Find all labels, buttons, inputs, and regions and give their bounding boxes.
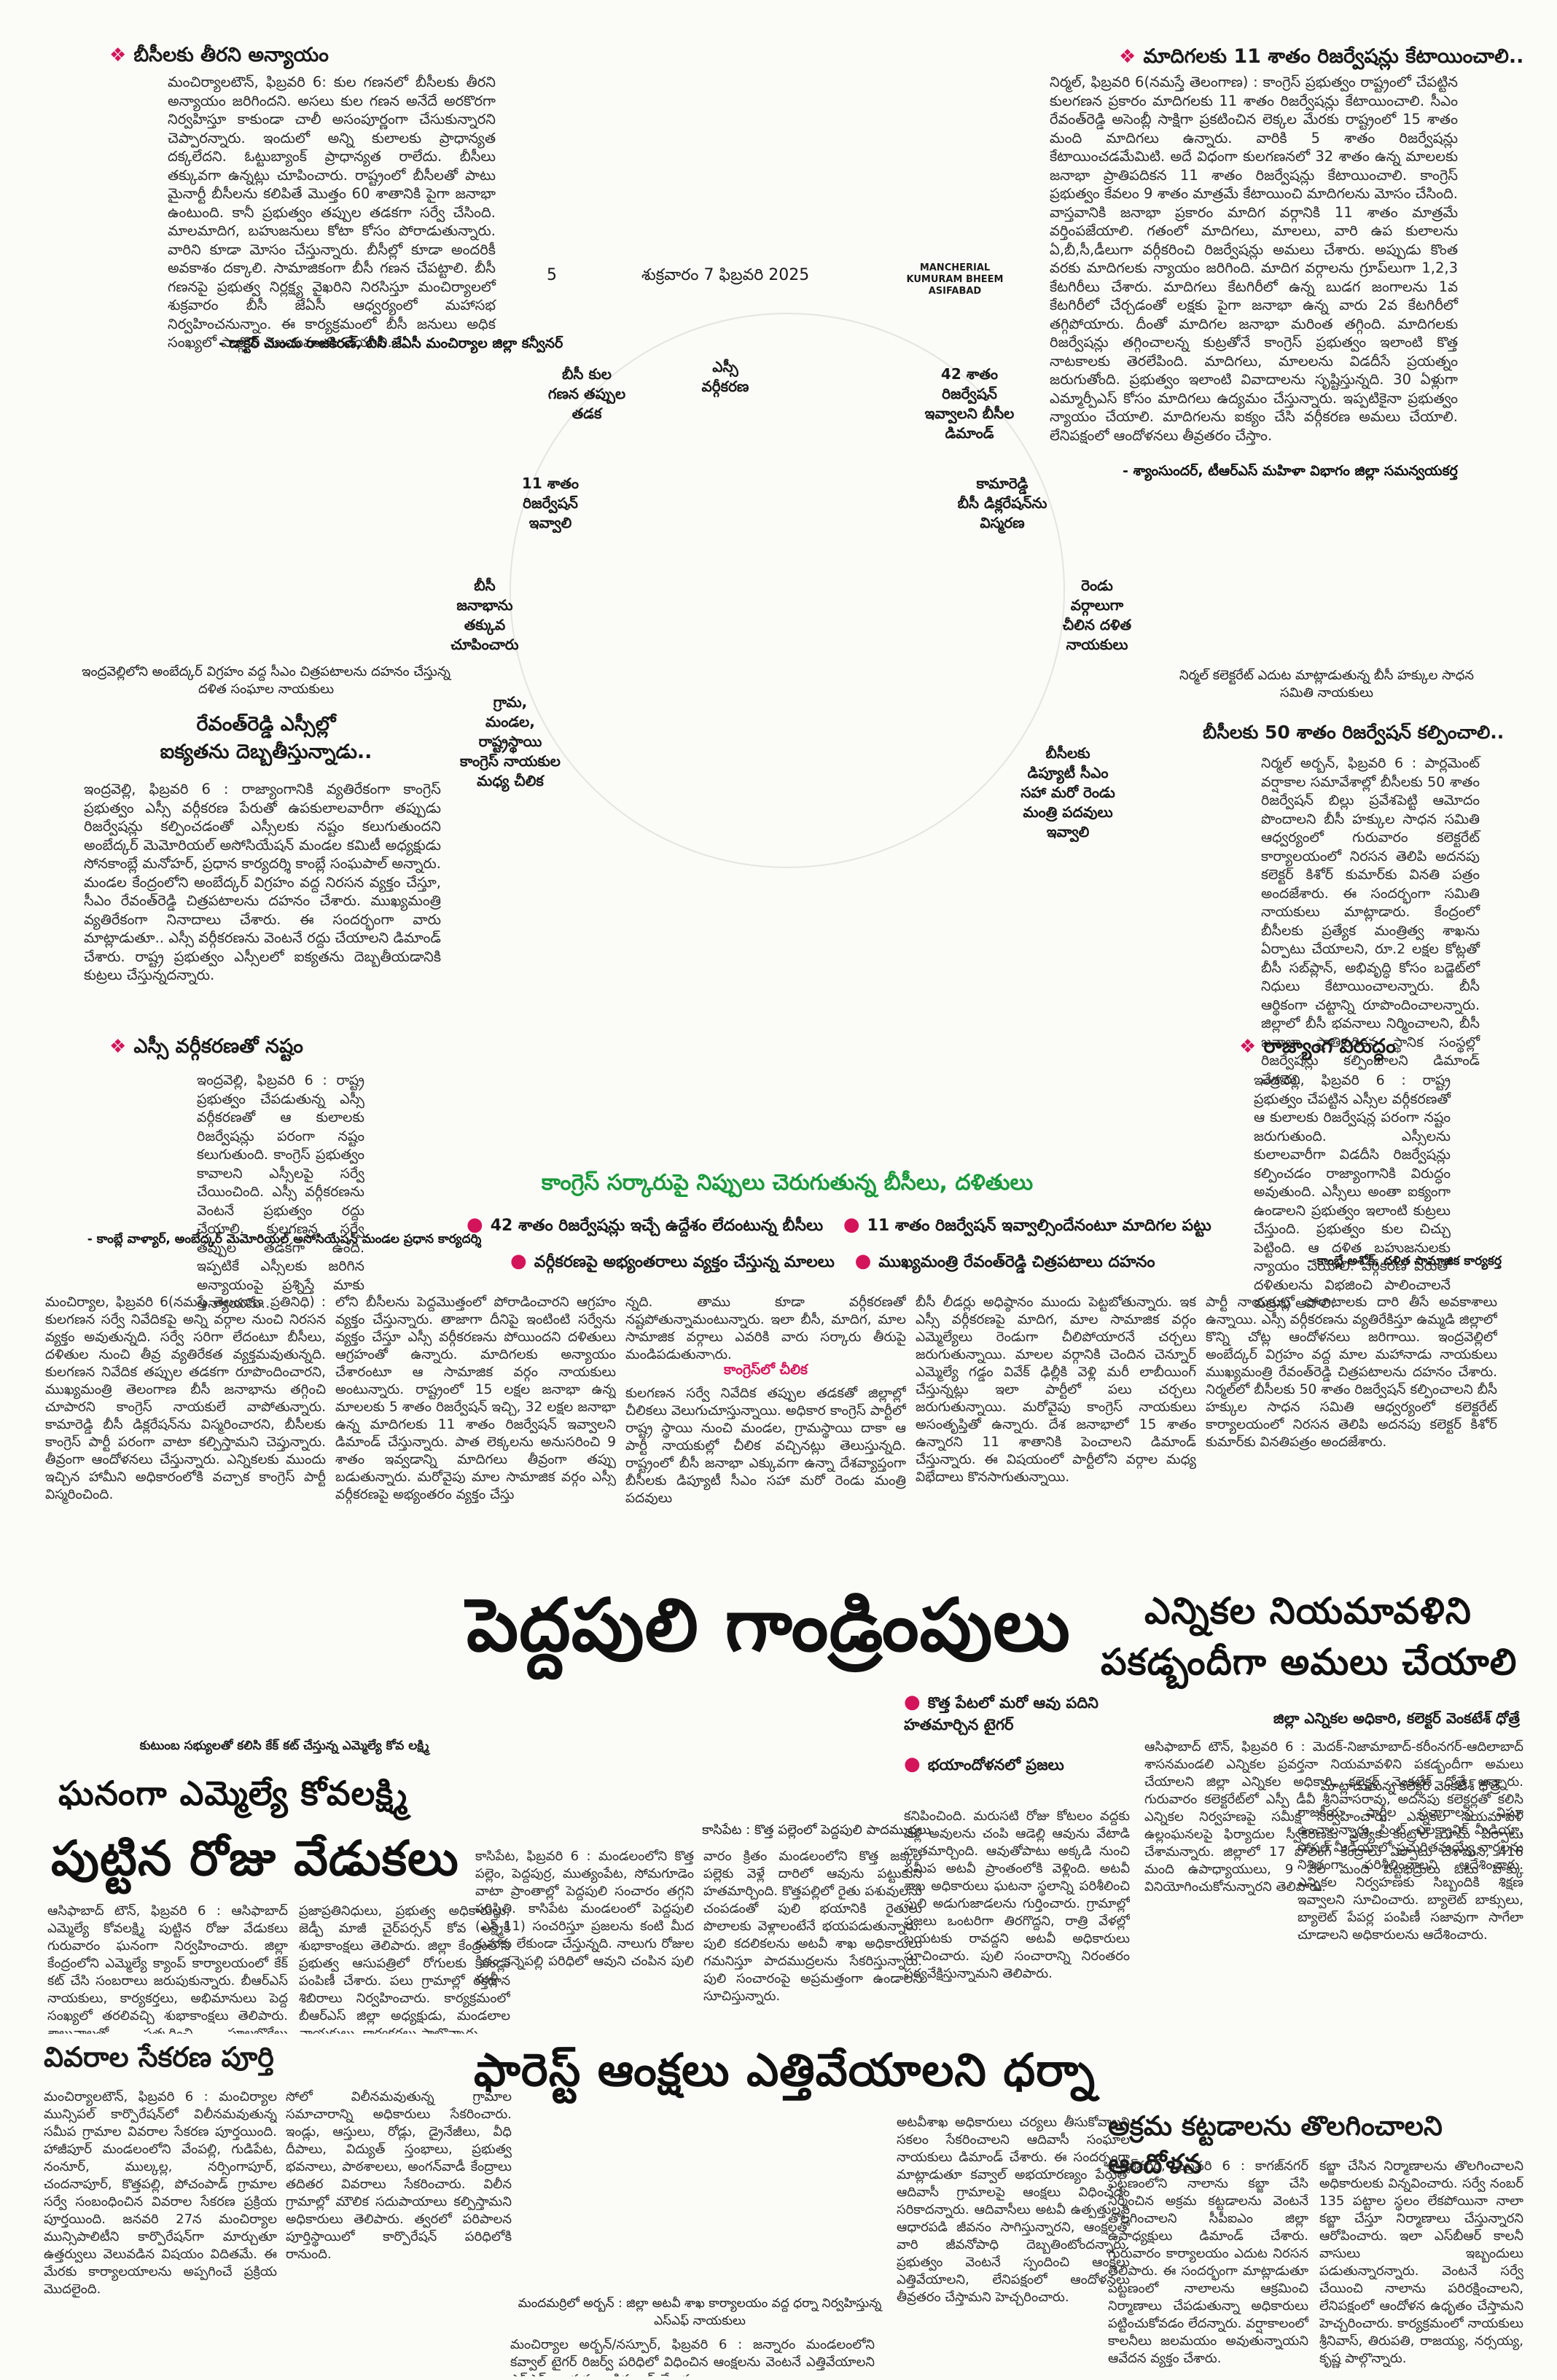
lead-col-3b: కులగణన సర్వే నివేదిక తప్పుల తడకతో జిల్లా… [625,1386,906,1506]
survey-col-1: మంచిర్యాలటౌన్, ఫిబ్రవరి 6 : మంచిర్యాల ము… [44,2089,277,2297]
election-col-1: ఆసిఫాబాద్ టౌన్, ఫిబ్రవరి 6 : మెదక్-నిజామ… [1144,1739,1523,1895]
page-date: శుక్రవారం 7 ఫిబ్రవరి 2025 [641,266,810,284]
diagram-node: బీసీ జనాభాను తక్కువ చూపించారు [450,577,519,653]
birthday-col-2: ప్రజాప్రతినిధులు, ప్రభుత్వ అధికారులు, జె… [299,1903,510,2034]
edition-label: MANCHERIAL KUMURAM BHEEM ASIFABAD [906,262,1004,297]
lead-col-1: మంచిర్యాల, ఫిబ్రవరి 6(నమస్తే తెలంగాణ ప్ర… [45,1295,326,1502]
diamond-icon: ❖ [1119,46,1136,68]
diagram-node: గ్రామ, మండల, రాష్ట్రస్థాయి కాంగ్రెస్ నాయ… [460,693,561,789]
diamond-icon: ❖ [109,1036,127,1058]
bullet-dot-icon: ● [843,1214,860,1236]
tiger-col-3: కనిపించింది. మరుసటి రోజు కోటలం వద్దకు వె… [904,1809,1130,1981]
right-low-signature: - కాంబ్లే అశోక్, దళిత సామాజిక కార్యకర్త [1307,1254,1502,1268]
bullet-dot-icon: ● [467,1214,483,1236]
birthday-col-1: ఆసిఫాబాద్ టౌన్, ఫిబ్రవరి 6 : ఆసిఫాబాద్ ఎ… [47,1903,288,2034]
right-top-signature: - శ్యాంసుందర్, టీఆర్ఎస్ మహిళా విభాగం జిల… [1123,463,1458,479]
right-low-body: ఇంద్రవెల్లి, ఫిబ్రవరి 6 : రాష్ట్ర ప్రభుత… [1254,1072,1451,1311]
right-top-body: నిర్మల్, ఫిబ్రవరి 6(నమస్తే తెలంగాణ) : కా… [1050,74,1458,444]
lead-col-2: లోని బీసీలను పెద్దమొత్తంలో పోరాడించారని … [335,1295,616,1502]
diagram-node: బీసీలకు డిప్యూటీ సీఎం సహా మరో రెండు మంత్… [1021,744,1115,840]
forest-headline: ఫారెస్ట్ ఆంక్షలు ఎత్తివేయాలని ధర్నా [474,2043,1096,2096]
bullet-dot-icon: ● [904,1753,921,1775]
right-low-heading: ❖రాజ్యాంగ విరుద్ధం [1239,1035,1396,1058]
forest-col-1: మంచిర్యాల అర్బన్/నస్పూర్, ఫిబ్రవరి 6 : జ… [510,2337,875,2376]
left-low-heading: ❖ఎస్సీ వర్గీకరణతో నష్టం [109,1035,303,1058]
diamond-icon: ❖ [1239,1036,1257,1058]
election-col-2: రాజకీయ పార్టీల ప్రచారాలపై నిఘా ఉంచాలన్నా… [1298,1805,1523,1943]
left-top-heading: ❖బీసీలకు తీరని అన్యాయం [109,44,329,66]
left-top-body: మంచిర్యాలటౌన్, ఫిబ్రవరి 6: కుల గణనలో బీస… [168,74,496,351]
election-headline-1: ఎన్నికల నియమావళిని [1144,1590,1472,1632]
diagram-node: కామారెడ్డి బీసీ డిక్లరేషన్‌ను విస్మరణ [957,475,1047,531]
bullet-dot-icon: ● [904,1691,921,1713]
left-top-signature: - డాక్టర్ చుంచు రాజకిరణ్, బీసీ జేఏసీ మంచ… [219,335,563,351]
page-number: 5 [547,266,557,284]
bullet-dot-icon: ● [854,1250,872,1272]
diamond-icon: ❖ [109,44,127,66]
left-mid-body: ఇంద్రవెల్లి, ఫిబ్రవరి 6 : రాజ్యాంగానికి … [84,781,441,983]
birthday-kicker: కుటుంబ సభ్యులతో కలిసి కేక్ కట్ చేస్తున్న… [139,1739,429,1753]
election-byline: జిల్లా ఎన్నికల అధికారి, కలెక్టర్ వెంకటేశ… [1273,1709,1520,1727]
left-mid-kicker: ఇంద్రవెల్లిలోని అంబేద్కర్ విగ్రహం వద్ద స… [82,664,450,697]
diagram-node: 11 శాతం రిజర్వేషన్ ఇవ్వాలి [521,475,580,531]
left-low-body: ఇంద్రవెల్లి, ఫిబ్రవరి 6 : రాష్ట్ర ప్రభుత… [197,1072,364,1311]
right-mid-kicker: నిర్మల్ కలెక్టరేట్ ఎదుట మాట్లాడుతున్న బీ… [1179,668,1475,701]
banner-bullets-row2: ●వర్గీకరణపై అభ్యంతరాలు వ్యక్తం చేస్తున్న… [510,1250,1155,1272]
left-low-signature: - కాంబ్లే వాళ్యార్, అంబేద్కర్ మెమోరియల్ … [87,1232,482,1246]
diagram-node: ఎస్సీ వర్గీకరణ [701,358,749,395]
diagram-node: 42 శాతం రిజర్వేషన్ ఇవ్వాలని బీసీల డిమాండ… [924,365,1015,442]
lead-col-4: బీసీ లీడర్లు అధిష్ఠానం ముందు పెట్టబోతున్… [916,1295,1196,1485]
tiger-sub-1: ●కొత్త పేటలో మరో ఆవు పదిని హతమార్చిన టైగ… [904,1691,1099,1733]
left-mid-heading: రేవంత్‌రెడ్డి ఎస్సీల్లో ఐక్యతను దెబ్బతీస… [160,713,372,763]
lead-col-5: పార్టీ నాయకుల్లో పోరాటాలకు దారి తీసే అవక… [1206,1295,1497,1450]
election-headline-2: పకడ్బందీగా అమలు చేయాలి [1101,1641,1518,1683]
birthday-head-2: పుట్టిన రోజు వేడుకలు [51,1830,459,1887]
congress-banner-title: కాంగ్రెస్ సర్కారుపై నిప్పులు చెరుగుతున్న… [541,1170,1034,1195]
tiger-col-1: కాసిపేట, ఫిబ్రవరి 6 : మండలంలోని కొత్త పల… [475,1849,694,1986]
tiger-sub-2: ●భయాందోళనలో ప్రజలు [904,1753,1064,1775]
banner-bullets-row1: ●42 శాతం రిజర్వేషన్లు ఇచ్చే ఉద్దేశం లేదం… [467,1214,1211,1236]
election-photo-caption: మాట్లాడుతున్న కలెక్టర్ వెంకటేశ్ ధోత్రే [1320,1779,1501,1794]
right-top-heading: ❖మాదిగలకు 11 శాతం రిజర్వేషన్లు కేటాయించా… [1119,45,1524,68]
bullet-dot-icon: ● [510,1250,527,1272]
birthday-head-1: ఘనంగా ఎమ్మెల్యే కోవలక్ష్మి [58,1774,408,1813]
lead-col-3-subhead: కాంగ్రెస్‌లో చీలిక [724,1362,808,1378]
forest-caption: మందమర్రిలో అర్బన్ : జిల్లా అటవీ శాఖ కార్… [518,2296,882,2328]
survey-heading: వివరాల సేకరణ పూర్తి [44,2041,274,2073]
tiger-kicker: కాసిపేట : కొత్త పల్లెంలో పెద్దపులి పాదము… [702,1822,931,1838]
tiger-col-2: వారం క్రితం మండలంలోని కొత్త జక్కల పల్లెక… [703,1849,922,2004]
right-mid-heading: బీసీలకు 50 శాతం రిజర్వేషన్ కల్పించాలి.. [1203,722,1505,743]
illegal-col-1: కాగజ్‌నగర్, ఫిబ్రవరి 6 : కాగజ్‌నగర్ పట్ట… [1108,2158,1308,2366]
illegal-col-2: కబ్జా చేసిన నిర్మాణాలను తొలగించాలని అధిక… [1319,2158,1523,2366]
survey-col-2: సోలో విలీనమవుతున్న గ్రామాల సమాచారాన్ని అ… [286,2089,512,2262]
diagram-node: బీసీ కుల గణన తప్పుల తడక [547,365,626,422]
right-mid-body: నిర్మల్ అర్బన్, ఫిబ్రవరి 6 : పార్లమెంట్ … [1261,755,1480,1088]
reservation-diagram [510,313,1065,868]
forest-col-2: అటవీశాఖ అధికారులు చర్యలు తీసుకోవాలని సకల… [897,2115,1130,2305]
illegal-heading: అక్రమ కట్టడాలను తొలగించాలని ఆందోళన [1108,2110,1443,2180]
tiger-headline: పెద్దపులి గాండ్రింపులు [467,1583,1071,1668]
diagram-ring [510,313,1065,868]
lead-col-3: న్నది. తాము కూడా వర్గీకరణతో నష్టపోతున్నా… [625,1295,906,1359]
diagram-node: రెండు వర్గాలుగా చీలిన దళిత నాయకులు [1062,577,1132,653]
